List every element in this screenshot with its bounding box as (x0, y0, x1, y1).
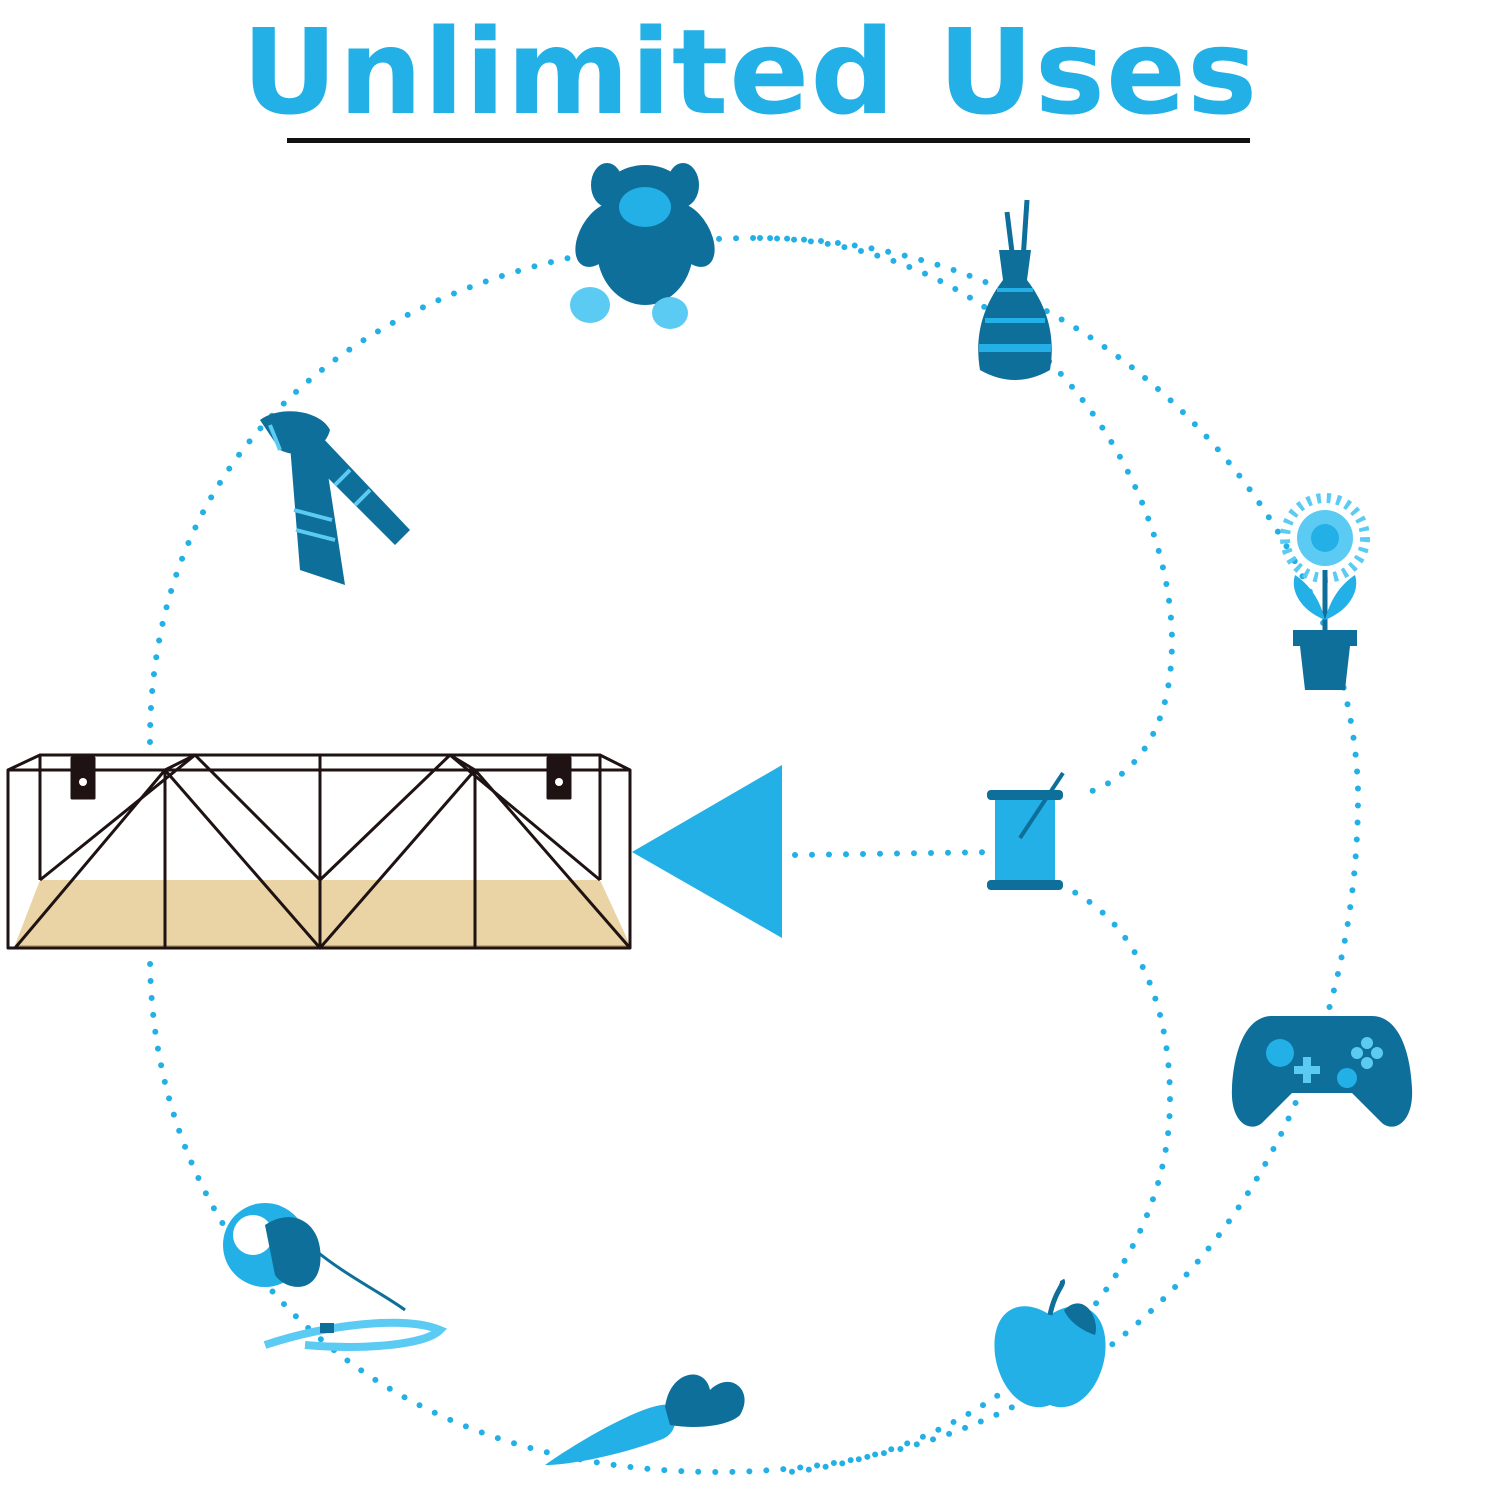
apple-icon (994, 1278, 1106, 1408)
inner-dotted-path (757, 235, 1176, 798)
flower-pot-icon (1280, 493, 1370, 690)
carrot-icon (545, 1374, 745, 1465)
inner-lower-dotted-path (787, 882, 1174, 1475)
outer-dotted-path (147, 234, 1362, 1476)
game-controller-icon (1231, 1016, 1413, 1127)
arrow-pointer (632, 765, 782, 938)
dog-leash-icon (223, 1203, 448, 1351)
arrow-dotted-path (792, 849, 1003, 858)
scarf-icon (260, 411, 410, 585)
plush-toy-icon (570, 163, 715, 329)
thread-spool-icon (987, 771, 1065, 890)
shelf-wood-base (15, 880, 630, 945)
title-underline (287, 138, 1250, 143)
page-title: Unlimited Uses (241, 3, 1259, 141)
dotted-paths (147, 234, 1362, 1476)
wire-shelf-image (6, 753, 632, 950)
vase-icon (978, 199, 1052, 380)
